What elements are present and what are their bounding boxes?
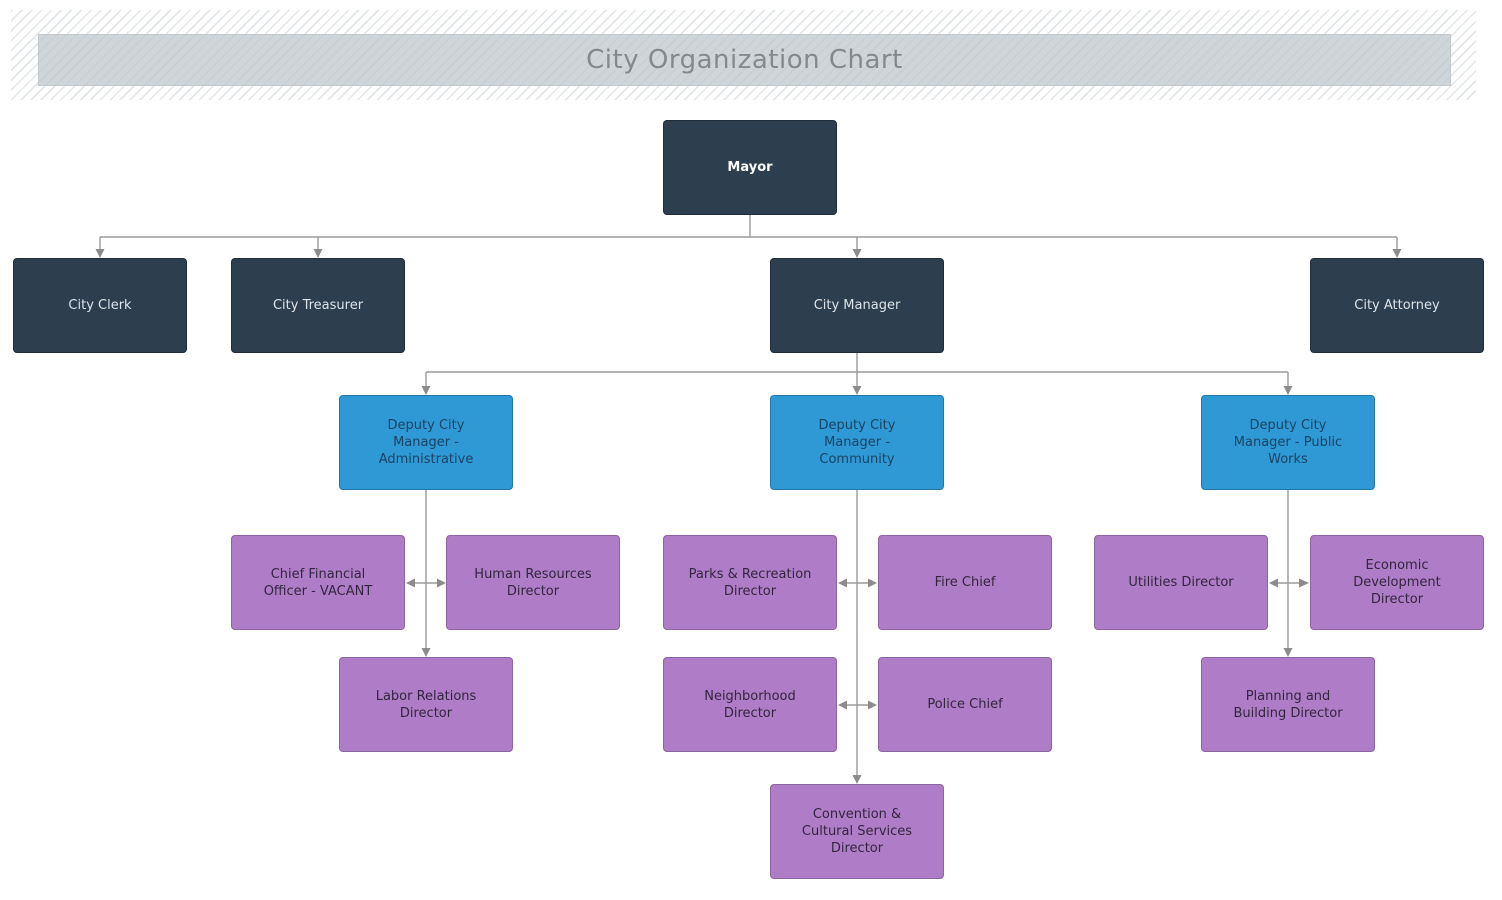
node-fire-chief[interactable]: Fire Chief bbox=[878, 535, 1052, 630]
node-label: Mayor bbox=[727, 160, 773, 175]
node-label: City Clerk bbox=[68, 298, 132, 313]
node-mayor[interactable]: Mayor bbox=[663, 120, 837, 215]
node-label: City Manager bbox=[813, 298, 901, 313]
node-label: City Attorney bbox=[1354, 298, 1440, 313]
title-banner: City Organization Chart bbox=[38, 34, 1451, 86]
node-label: Chief Financial Officer - VACANT bbox=[263, 566, 373, 599]
node-label: Economic Development Director bbox=[1353, 558, 1441, 607]
node-label: Neighborhood Director bbox=[704, 688, 796, 721]
node-label: Utilities Director bbox=[1128, 575, 1234, 590]
node-label: Deputy City Manager - Administrative bbox=[378, 418, 474, 467]
node-labor-relations-director[interactable]: Labor Relations Director bbox=[339, 657, 513, 752]
page-title: City Organization Chart bbox=[586, 45, 903, 75]
node-label: City Treasurer bbox=[272, 298, 364, 313]
node-label: Planning and Building Director bbox=[1233, 688, 1343, 721]
hatched-title-band: City Organization Chart bbox=[11, 10, 1476, 100]
node-deputy-city-manager-administrative[interactable]: Deputy City Manager - Administrative bbox=[339, 395, 513, 490]
node-police-chief[interactable]: Police Chief bbox=[878, 657, 1052, 752]
node-human-resources-director[interactable]: Human Resources Director bbox=[446, 535, 620, 630]
node-chief-financial-officer[interactable]: Chief Financial Officer - VACANT bbox=[231, 535, 405, 630]
node-utilities-director[interactable]: Utilities Director bbox=[1094, 535, 1268, 630]
node-label: Parks & Recreation Director bbox=[688, 566, 812, 599]
node-label: Human Resources Director bbox=[474, 566, 592, 599]
node-planning-building-director[interactable]: Planning and Building Director bbox=[1201, 657, 1375, 752]
node-city-manager[interactable]: City Manager bbox=[770, 258, 944, 353]
node-city-clerk[interactable]: City Clerk bbox=[13, 258, 187, 353]
node-label: Deputy City Manager - Community bbox=[818, 418, 896, 467]
node-convention-cultural-services-director[interactable]: Convention & Cultural Services Director bbox=[770, 784, 944, 879]
node-city-treasurer[interactable]: City Treasurer bbox=[231, 258, 405, 353]
node-economic-development-director[interactable]: Economic Development Director bbox=[1310, 535, 1484, 630]
node-deputy-city-manager-community[interactable]: Deputy City Manager - Community bbox=[770, 395, 944, 490]
node-city-attorney[interactable]: City Attorney bbox=[1310, 258, 1484, 353]
node-label: Deputy City Manager - Public Works bbox=[1233, 418, 1343, 467]
node-deputy-city-manager-public-works[interactable]: Deputy City Manager - Public Works bbox=[1201, 395, 1375, 490]
node-label: Convention & Cultural Services Director bbox=[801, 807, 913, 856]
node-parks-recreation-director[interactable]: Parks & Recreation Director bbox=[663, 535, 837, 630]
node-label: Fire Chief bbox=[934, 575, 996, 590]
node-label: Labor Relations Director bbox=[375, 688, 477, 721]
node-neighborhood-director[interactable]: Neighborhood Director bbox=[663, 657, 837, 752]
node-label: Police Chief bbox=[927, 697, 1003, 712]
